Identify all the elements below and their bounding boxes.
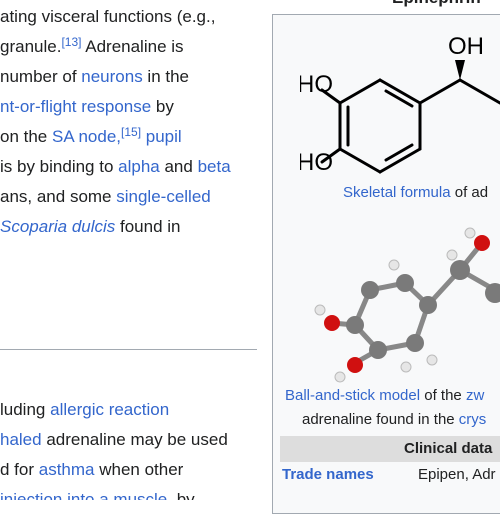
article-link[interactable]: zw	[465, 387, 485, 404]
article-link[interactable]: haled	[0, 430, 42, 449]
clinical-data-header: Clinical data	[280, 436, 500, 462]
article-text: of the	[420, 387, 466, 404]
article-link[interactable]: SA node	[52, 127, 117, 146]
article-link[interactable]: crys	[458, 411, 487, 428]
article-text: in the	[142, 67, 190, 86]
article-link[interactable]: single-celled	[116, 187, 211, 206]
section-divider	[0, 349, 257, 350]
text-line: ans, and some single-celled	[0, 185, 211, 209]
article-link[interactable]: beta	[197, 157, 231, 176]
article-text: number of	[0, 67, 82, 86]
article-link[interactable]: allergic reaction	[50, 400, 170, 419]
article-text: and	[159, 157, 198, 176]
article-link[interactable]: Scoparia dulcis	[0, 217, 116, 236]
text-line: is by binding to alpha and beta	[0, 155, 231, 179]
text-line: ating visceral functions (e.g.,	[0, 5, 215, 29]
article-text: ans, and some	[0, 187, 117, 206]
text-line: luding allergic reaction	[0, 398, 169, 422]
article-text: on the	[0, 127, 52, 146]
article-text: d for	[0, 460, 39, 479]
article-body: ating visceral functions (e.g.,granule.[…	[0, 5, 257, 500]
article-text: granule.	[0, 37, 62, 56]
article-text: when other	[94, 460, 184, 479]
text-line: on the SA node,[15] pupil	[0, 125, 182, 149]
article-link[interactable]: [13]	[61, 35, 82, 49]
text-line: haled adrenaline may be used	[0, 428, 228, 452]
ball-and-stick-caption-line-1: Ball-and-stick model of the zw	[285, 385, 484, 407]
text-line: nt-or-flight response by	[0, 95, 174, 119]
ho-label-1: HO	[300, 71, 333, 98]
article-link[interactable]: pupil	[145, 127, 182, 146]
article-text: adrenaline may be used	[41, 430, 228, 449]
text-line: d for asthma when other	[0, 458, 183, 482]
article-text: luding	[0, 400, 51, 419]
article-text: Adrenaline is	[81, 37, 184, 56]
article-text: adrenaline found in the	[302, 411, 459, 428]
text-line: number of neurons in the	[0, 65, 189, 89]
article-text: found in	[115, 217, 181, 236]
oh-label: OH	[448, 33, 484, 60]
trade-names-value: Epipen, Adr	[418, 466, 496, 483]
article-link[interactable]: alpha	[118, 157, 160, 176]
article-text: of ad	[450, 184, 489, 201]
infobox-title: Epinephrin	[392, 0, 481, 8]
article-text: , by	[167, 490, 195, 500]
ball-and-stick-model-image[interactable]	[310, 215, 500, 385]
article-link[interactable]: asthma	[38, 460, 95, 479]
article-link[interactable]: ,	[116, 127, 122, 146]
article-link[interactable]: neurons	[81, 67, 143, 86]
article-text: is by binding to	[0, 157, 119, 176]
article-link[interactable]: Skeletal formula	[343, 184, 451, 201]
skeletal-formula-caption: Skeletal formula of ad	[343, 182, 488, 204]
article-link[interactable]: Ball-and-stick model	[285, 387, 421, 404]
text-line: injection into a muscle, by	[0, 488, 195, 500]
article-text: by	[151, 97, 174, 116]
ho-label-2: HO	[300, 149, 333, 176]
text-line: granule.[13] Adrenaline is	[0, 35, 184, 59]
article-link[interactable]: nt-or-flight response	[0, 97, 152, 116]
article-link[interactable]: [15]	[121, 125, 142, 139]
trade-names-label[interactable]: Trade names	[282, 466, 374, 483]
ball-and-stick-caption-line-2: adrenaline found in the crys	[302, 409, 486, 431]
skeletal-formula-image[interactable]: OH HO HO	[300, 24, 500, 184]
article-text: ating visceral functions (e.g.,	[0, 7, 216, 26]
article-link[interactable]: injection into a muscle	[0, 490, 168, 500]
text-line: Scoparia dulcis found in	[0, 215, 181, 239]
